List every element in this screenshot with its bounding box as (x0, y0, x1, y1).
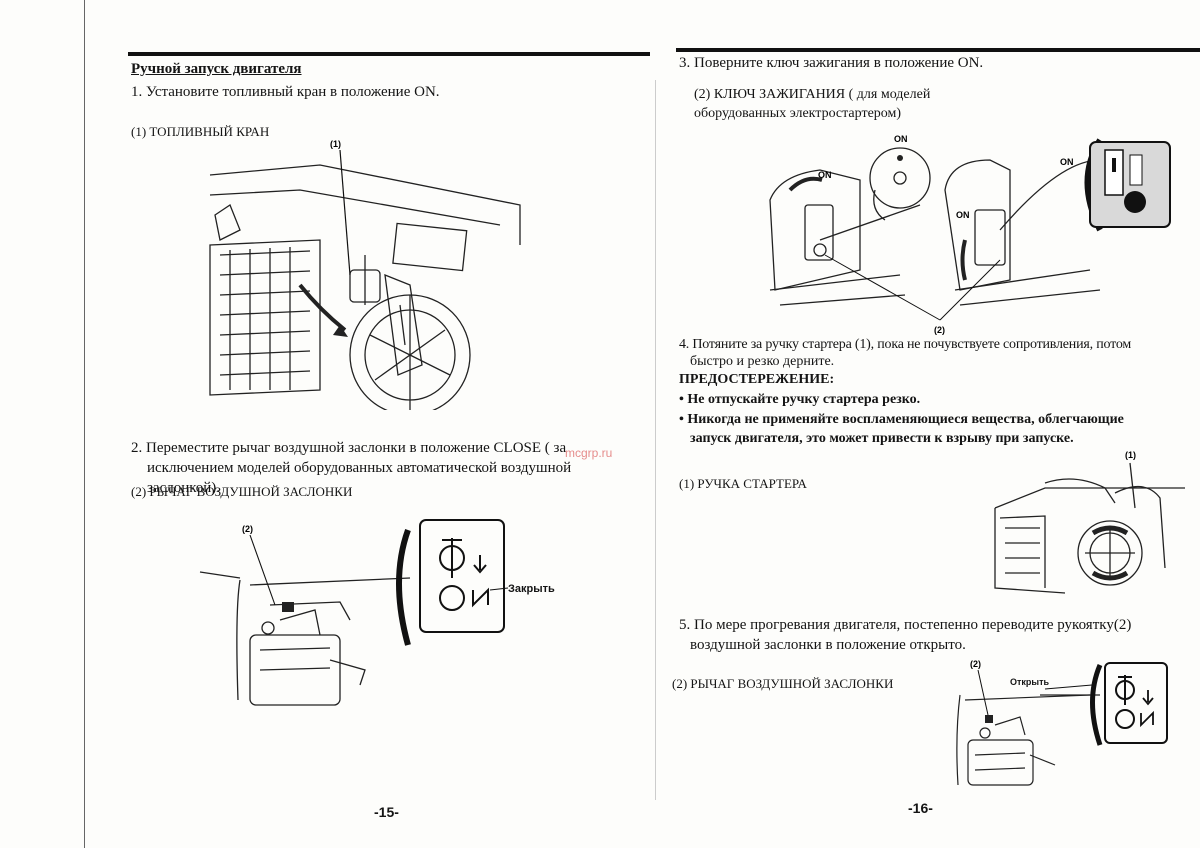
fig2-caption: (2) РЫЧАГ ВОЗДУШНОЙ ЗАСЛОНКИ (131, 484, 353, 499)
warning-text-2: Никогда не применяйте воспламеняющиеся в… (687, 412, 1124, 427)
section-title: Ручной запуск двигателя (131, 61, 302, 77)
fig2-label-close: Закрыть (508, 583, 555, 595)
fig3-on-c: ON (956, 210, 970, 220)
step1-text: 1. Установите топливный кран в положение… (131, 84, 440, 100)
step3-text: 3. Поверните ключ зажигания в положение … (679, 55, 984, 71)
binding-edge-left (84, 0, 85, 848)
page-number-left: -15- (374, 804, 399, 820)
choke-lever-closed-illustration: (2) (199, 519, 509, 706)
step3-sub-line1: (2) КЛЮЧ ЗАЖИГАНИЯ ( для моделей (694, 87, 931, 102)
fig3-on-a: ON (894, 134, 908, 144)
fig5-label-open: Открыть (1010, 677, 1050, 687)
watermark: mcgrp.ru (565, 446, 613, 460)
step2-line3: заслонкой). (147, 480, 221, 496)
step4-line2: быстро и резко дерните. (690, 354, 835, 369)
choke-lever-open-illustration: (2) (956, 659, 1168, 786)
warning-text-1: Не отпускайте ручку стартера резко. (687, 392, 921, 407)
fig5-callout: (2) (970, 659, 981, 669)
ignition-key-illustration: ON ON ON ON (2) (769, 134, 1171, 335)
warning-item-2: • Никогда не применяйте воспламеняющиеся… (679, 412, 1124, 427)
warning-item-2-cont: запуск двигателя, это может привести к в… (690, 431, 1074, 446)
warning-title: ПРЕДОСТЕРЕЖЕНИЕ: (679, 372, 835, 387)
step3-sub-line2: оборудованных электростартером) (694, 106, 902, 121)
fig5-caption: (2) РЫЧАГ ВОЗДУШНОЙ ЗАСЛОНКИ (672, 676, 894, 691)
starter-grip-illustration: (1) (994, 450, 1185, 594)
fig3-callout: (2) (934, 325, 945, 335)
fig2-callout: (2) (242, 524, 253, 534)
page-fold-center (655, 80, 656, 800)
fig4-callout: (1) (1125, 450, 1136, 460)
fig3-on-b: ON (818, 170, 832, 180)
fig4-caption: (1) РУЧКА СТАРТЕРА (679, 476, 807, 491)
step5-line2: воздушной заслонки в положение открыто. (690, 637, 966, 653)
fig1-caption: (1) ТОПЛИВНЫЙ КРАН (131, 124, 270, 139)
step5-line1: 5. По мере прогревания двигателя, постеп… (679, 617, 1132, 633)
step4-line1: 4. Потяните за ручку стартера (1), пока … (679, 337, 1132, 352)
fuel-valve-illustration: (1) (209, 139, 521, 410)
warning-item-1: • Не отпускайте ручку стартера резко. (679, 392, 921, 407)
step2-line1: 2. Переместите рычаг воздушной заслонки … (131, 440, 567, 456)
step2-line2: исключением моделей оборудованных автома… (147, 460, 572, 476)
page-number-right: -16- (908, 800, 933, 816)
fig1-callout: (1) (330, 139, 341, 149)
fig3-on-d: ON (1060, 157, 1074, 167)
left-header-rule (128, 52, 650, 56)
right-header-rule (676, 48, 1200, 52)
